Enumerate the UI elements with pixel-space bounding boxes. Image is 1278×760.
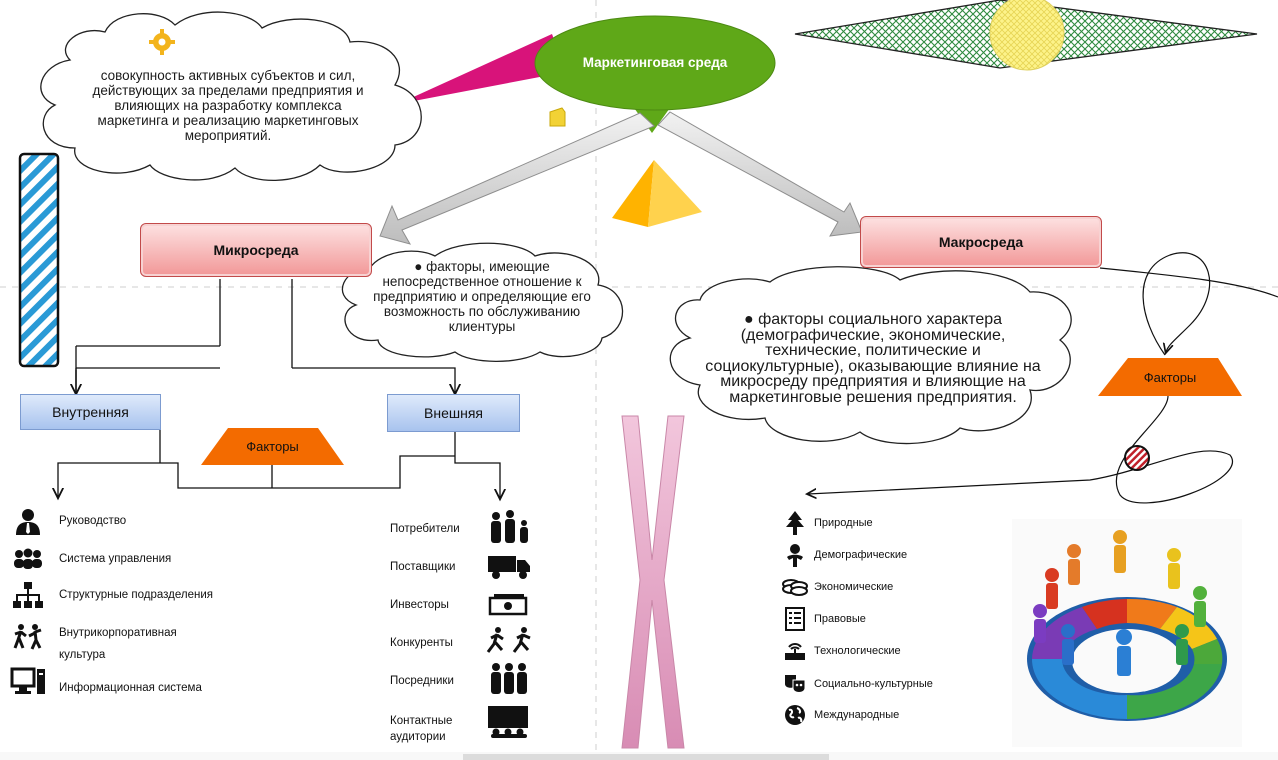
external-item-competitors: Конкуренты xyxy=(390,637,453,649)
gear-icon xyxy=(149,29,175,55)
audience-icon xyxy=(488,706,528,738)
micro-cloud xyxy=(341,242,624,363)
macro-item-legal: Правовые xyxy=(782,607,866,631)
truck-icon xyxy=(488,556,530,579)
money-icon xyxy=(488,594,528,616)
external-box[interactable]: Внешняя xyxy=(387,394,520,432)
coins-icon xyxy=(782,575,808,599)
macro-items-connector xyxy=(808,395,1233,504)
macro-title: Макросреда xyxy=(938,234,1024,250)
title-ellipse xyxy=(534,15,776,111)
computer-icon xyxy=(10,666,46,696)
internal-item-management: Руководство xyxy=(10,506,126,536)
bullet-dot: ● xyxy=(414,259,427,274)
internal-box[interactable]: Внутренняя xyxy=(20,394,161,430)
family-icon xyxy=(491,510,528,543)
group-icon xyxy=(10,544,46,574)
external-item-intermediaries: Посредники xyxy=(390,675,454,687)
micro-factors-shape xyxy=(201,428,344,465)
bullet-dot: ● xyxy=(743,311,759,328)
micro-box[interactable]: Микросреда xyxy=(140,223,372,277)
definition-text: совокупность активных субъектов и сил, д… xyxy=(92,68,364,143)
internal-item-departments: Структурные подразделения xyxy=(10,580,213,610)
striped-bar xyxy=(18,152,60,368)
macro-cloud-text: ● факторы социального характера (демогра… xyxy=(705,311,1041,406)
macro-item-natural: Природные xyxy=(782,511,873,535)
arrow-to-macro xyxy=(657,111,863,237)
macro-box[interactable]: Макросреда xyxy=(860,216,1102,268)
router-icon xyxy=(782,639,808,663)
micro-factors-label: Факторы xyxy=(246,439,299,454)
internal-item-control-system: Система управления xyxy=(10,544,171,574)
definition-cloud xyxy=(40,11,422,182)
baby-icon xyxy=(782,543,808,567)
external-item-suppliers: Поставщики xyxy=(390,561,456,573)
people-icon xyxy=(491,663,527,694)
macro-factors-shape xyxy=(1098,358,1242,396)
macro-item-international: Международные xyxy=(782,703,899,727)
yellow-circle xyxy=(989,0,1065,71)
runners-icon xyxy=(486,627,531,653)
macro-item-sociocultural: Социально-культурные xyxy=(782,672,933,696)
tree-icon xyxy=(782,511,808,535)
dancers-icon xyxy=(10,622,46,652)
team-puzzle-image xyxy=(1012,519,1242,747)
internal-item-culture: Внутрикорпоративная культура xyxy=(10,622,199,666)
pink-x-shape xyxy=(621,415,685,749)
external-item-consumers: Потребители xyxy=(390,523,460,535)
external-item-audiences: Контактные аудитории xyxy=(390,715,453,743)
theater-masks-icon xyxy=(782,672,808,696)
small-note-shape xyxy=(549,107,566,127)
micro-cloud-text: ● факторы, имеющие непосредственное отно… xyxy=(373,259,591,334)
micro-title: Микросреда xyxy=(213,242,299,258)
title-pointer xyxy=(632,105,672,133)
macro-cloud xyxy=(669,266,1072,445)
manager-icon xyxy=(10,506,46,536)
macro-item-technological: Технологические xyxy=(782,639,901,663)
macro-item-economic: Экономические xyxy=(782,575,893,599)
checklist-icon xyxy=(782,607,808,631)
org-chart-icon xyxy=(10,580,46,610)
pyramid-shape xyxy=(612,160,702,227)
macro-loop xyxy=(1142,252,1211,356)
magenta-wedge xyxy=(398,34,566,104)
macro-connector xyxy=(1099,267,1278,298)
macro-item-demographic: Демографические xyxy=(782,543,907,567)
external-icons xyxy=(486,510,531,738)
arrow-to-micro xyxy=(379,112,655,245)
external-item-investors: Инвесторы xyxy=(390,599,449,611)
globe-icon xyxy=(782,703,808,727)
macro-factors-label: Факторы xyxy=(1143,369,1197,385)
red-hatched-circle xyxy=(1124,445,1150,471)
internal-item-info-system: Информационная система xyxy=(10,666,202,696)
page-title: Маркетинговая среда xyxy=(582,54,728,70)
